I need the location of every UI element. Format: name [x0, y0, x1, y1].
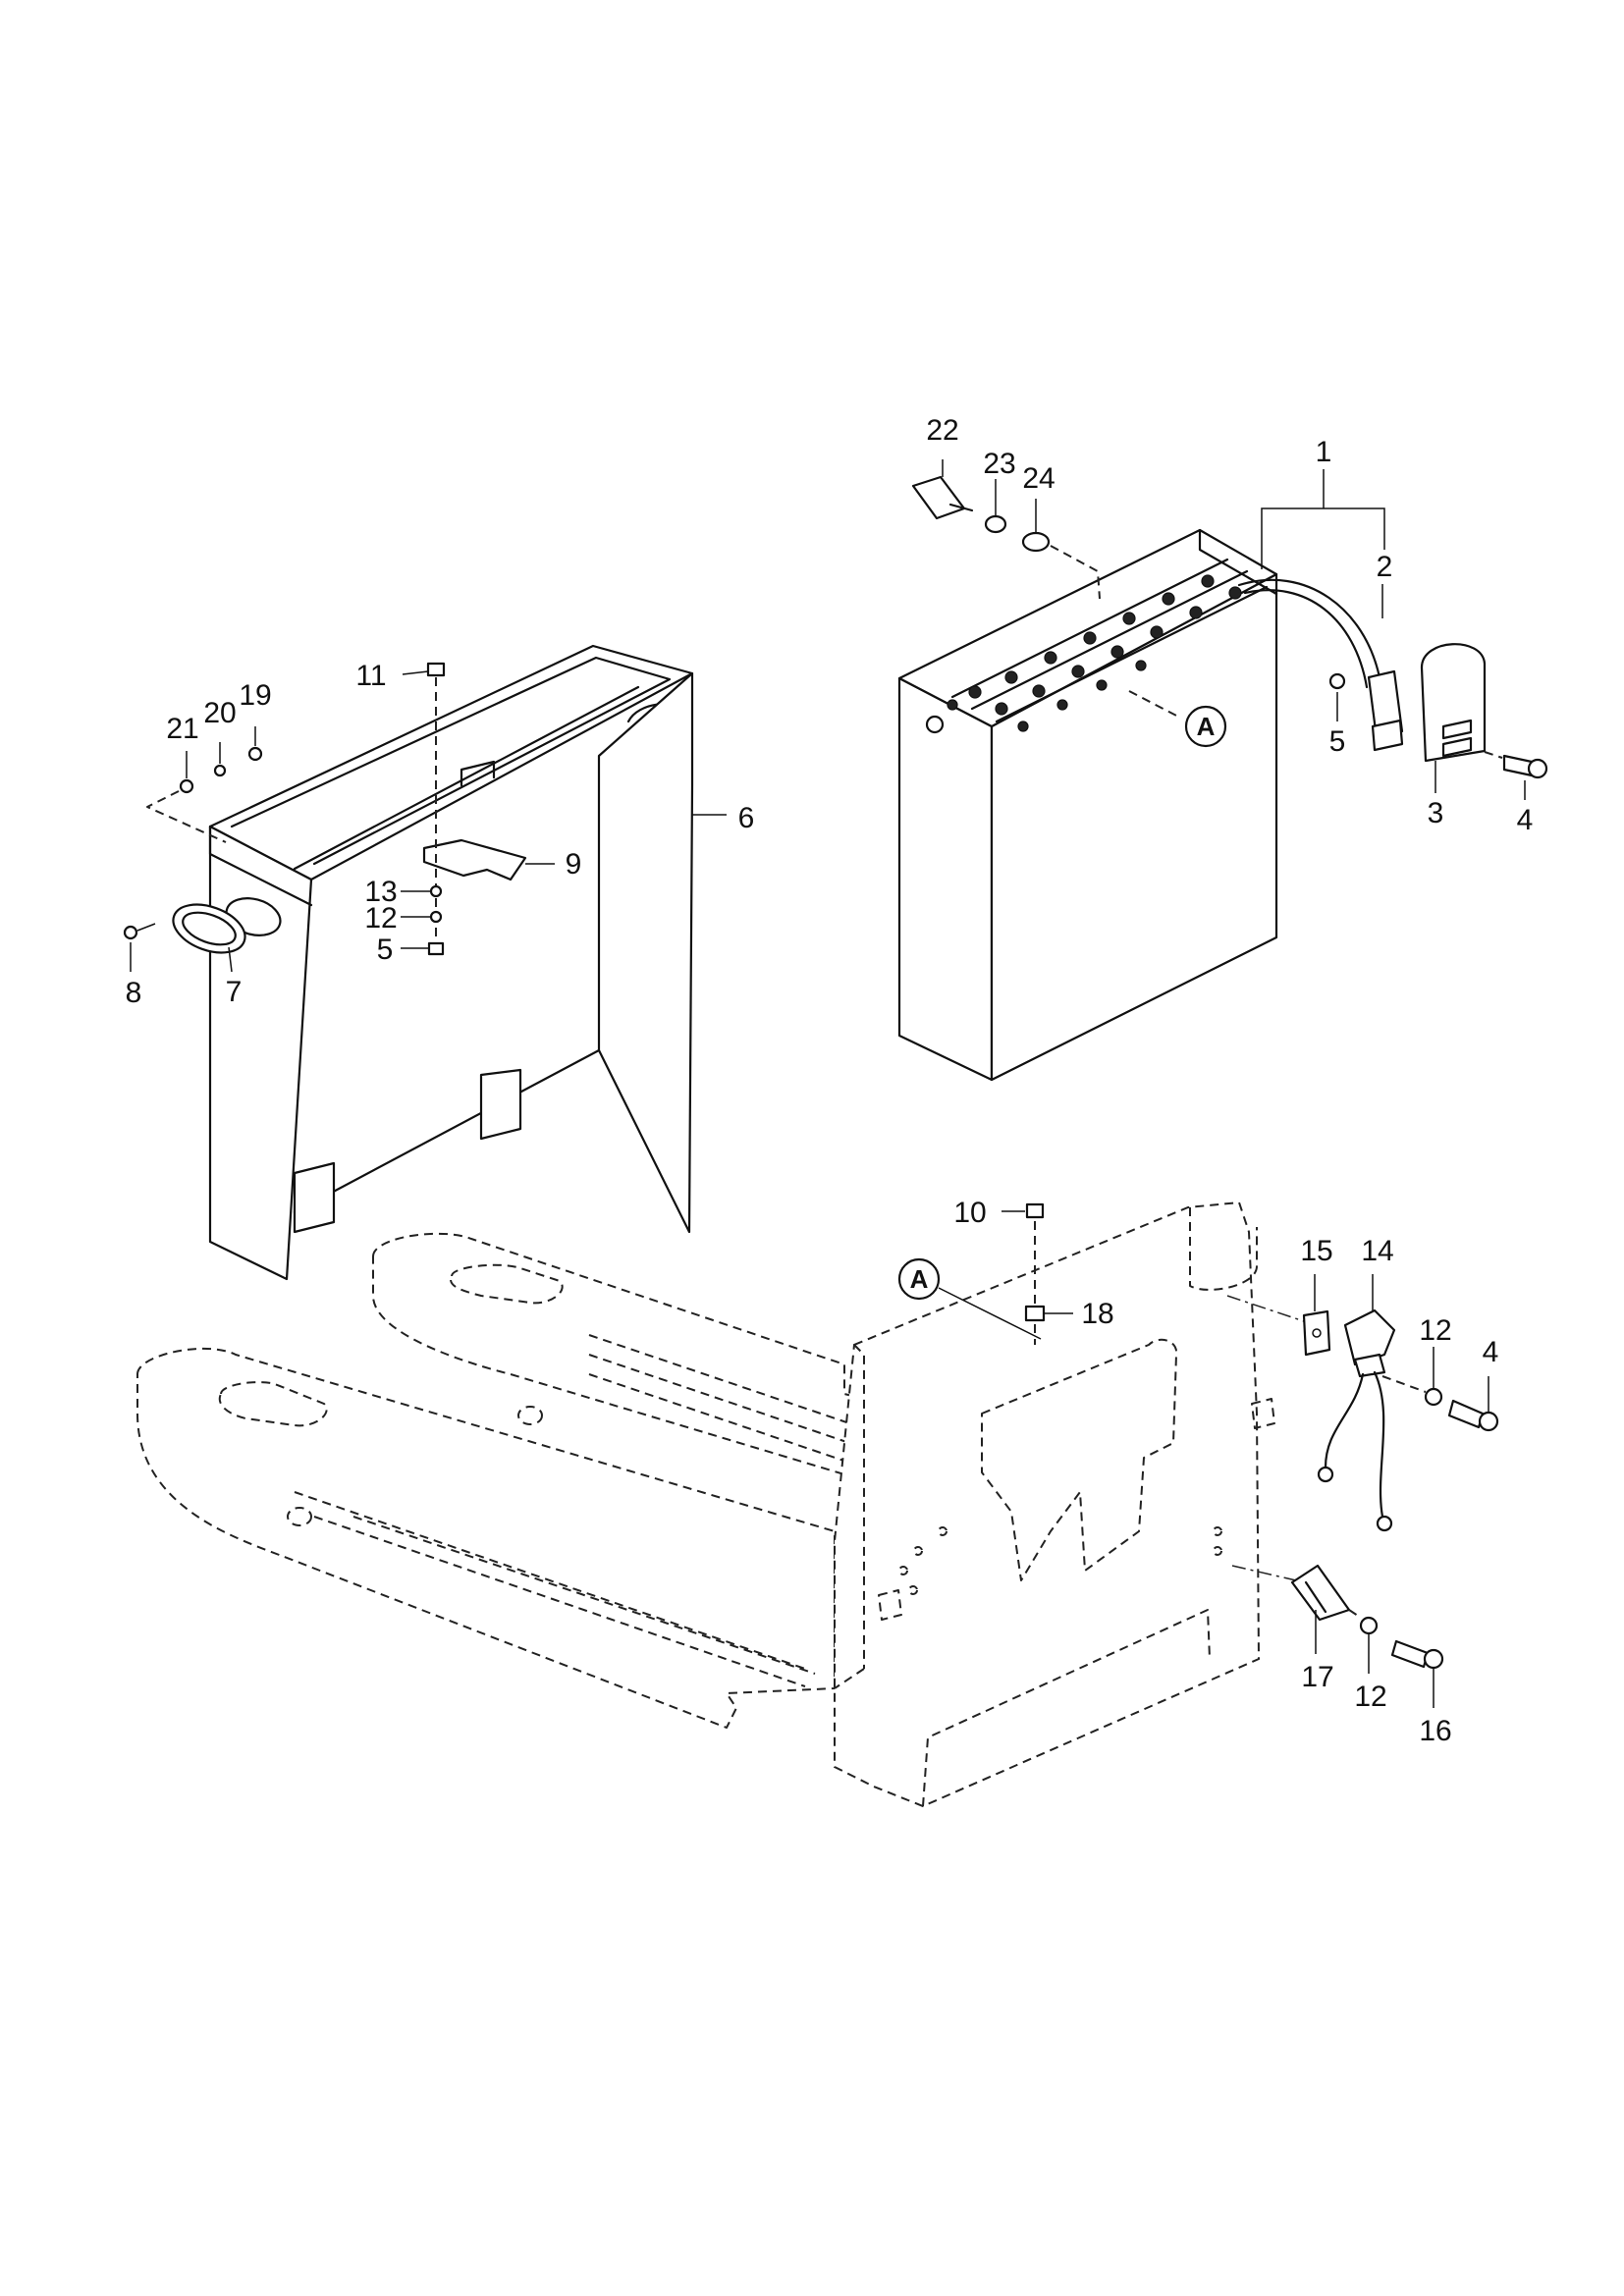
callout-12-frame: 12 — [1419, 1314, 1451, 1347]
callout-4-top: 4 — [1517, 804, 1534, 836]
screw-4-top — [1484, 751, 1548, 779]
callout-18: 18 — [1081, 1298, 1113, 1330]
callout-13: 13 — [364, 876, 397, 908]
cover-fastener-stack — [426, 662, 446, 956]
callout-23: 23 — [983, 448, 1015, 480]
callout-11: 11 — [355, 660, 386, 692]
callout-19: 19 — [239, 679, 271, 712]
callout-1: 1 — [1316, 436, 1332, 468]
washer-12-screw-4-lower — [1381, 1375, 1499, 1432]
callout-14: 14 — [1361, 1235, 1393, 1267]
callout-leaders — [130, 459, 1526, 1708]
callout-20: 20 — [203, 697, 236, 729]
callout-8: 8 — [126, 977, 142, 1009]
callout-9: 9 — [566, 848, 582, 881]
connector-14 — [1317, 1308, 1396, 1532]
callout-bracket-1 — [1261, 469, 1385, 569]
bracket-17-screw-16 — [1290, 1564, 1444, 1670]
callout-21: 21 — [166, 713, 198, 745]
callout-5-cover: 5 — [377, 934, 394, 966]
fasteners-19-21 — [146, 746, 263, 843]
callout-7: 7 — [226, 976, 243, 1008]
screw-10-nut-18 — [1024, 1202, 1046, 1345]
battery-cells — [947, 558, 1269, 732]
callout-16: 16 — [1419, 1715, 1451, 1747]
callout-15: 15 — [1300, 1235, 1332, 1267]
battery-block — [897, 528, 1404, 1082]
ref-marker-a-frame: A — [897, 1257, 1042, 1340]
callout-12-bracket: 12 — [1354, 1681, 1386, 1713]
callout-6: 6 — [738, 802, 755, 834]
grommet-ring — [172, 903, 246, 954]
callout-12-cover: 12 — [364, 902, 397, 934]
callout-22: 22 — [926, 414, 958, 447]
callout-5-top: 5 — [1329, 725, 1346, 758]
plate-15 — [1302, 1309, 1331, 1357]
callout-2: 2 — [1377, 551, 1393, 583]
truck-frame-dashed — [136, 1201, 1317, 1808]
bracket-9 — [422, 838, 527, 881]
callout-10: 10 — [953, 1197, 986, 1229]
callout-17: 17 — [1301, 1661, 1333, 1693]
ref-a-label-2: A — [910, 1264, 929, 1294]
ref-marker-a-battery: A — [1128, 690, 1227, 748]
callout-4-lower: 4 — [1483, 1336, 1499, 1368]
screw-8 — [123, 923, 156, 940]
callout-3: 3 — [1428, 797, 1444, 829]
callout-labels: 1 2 3 4 5 6 7 8 9 10 11 12 13 5 19 20 21… — [126, 414, 1534, 1747]
battery-cover — [208, 644, 694, 1281]
connector-cover-3 — [1420, 643, 1487, 763]
bolt-22-washers — [911, 475, 1101, 600]
callout-24: 24 — [1022, 462, 1055, 495]
ref-a-label-1: A — [1197, 712, 1216, 741]
